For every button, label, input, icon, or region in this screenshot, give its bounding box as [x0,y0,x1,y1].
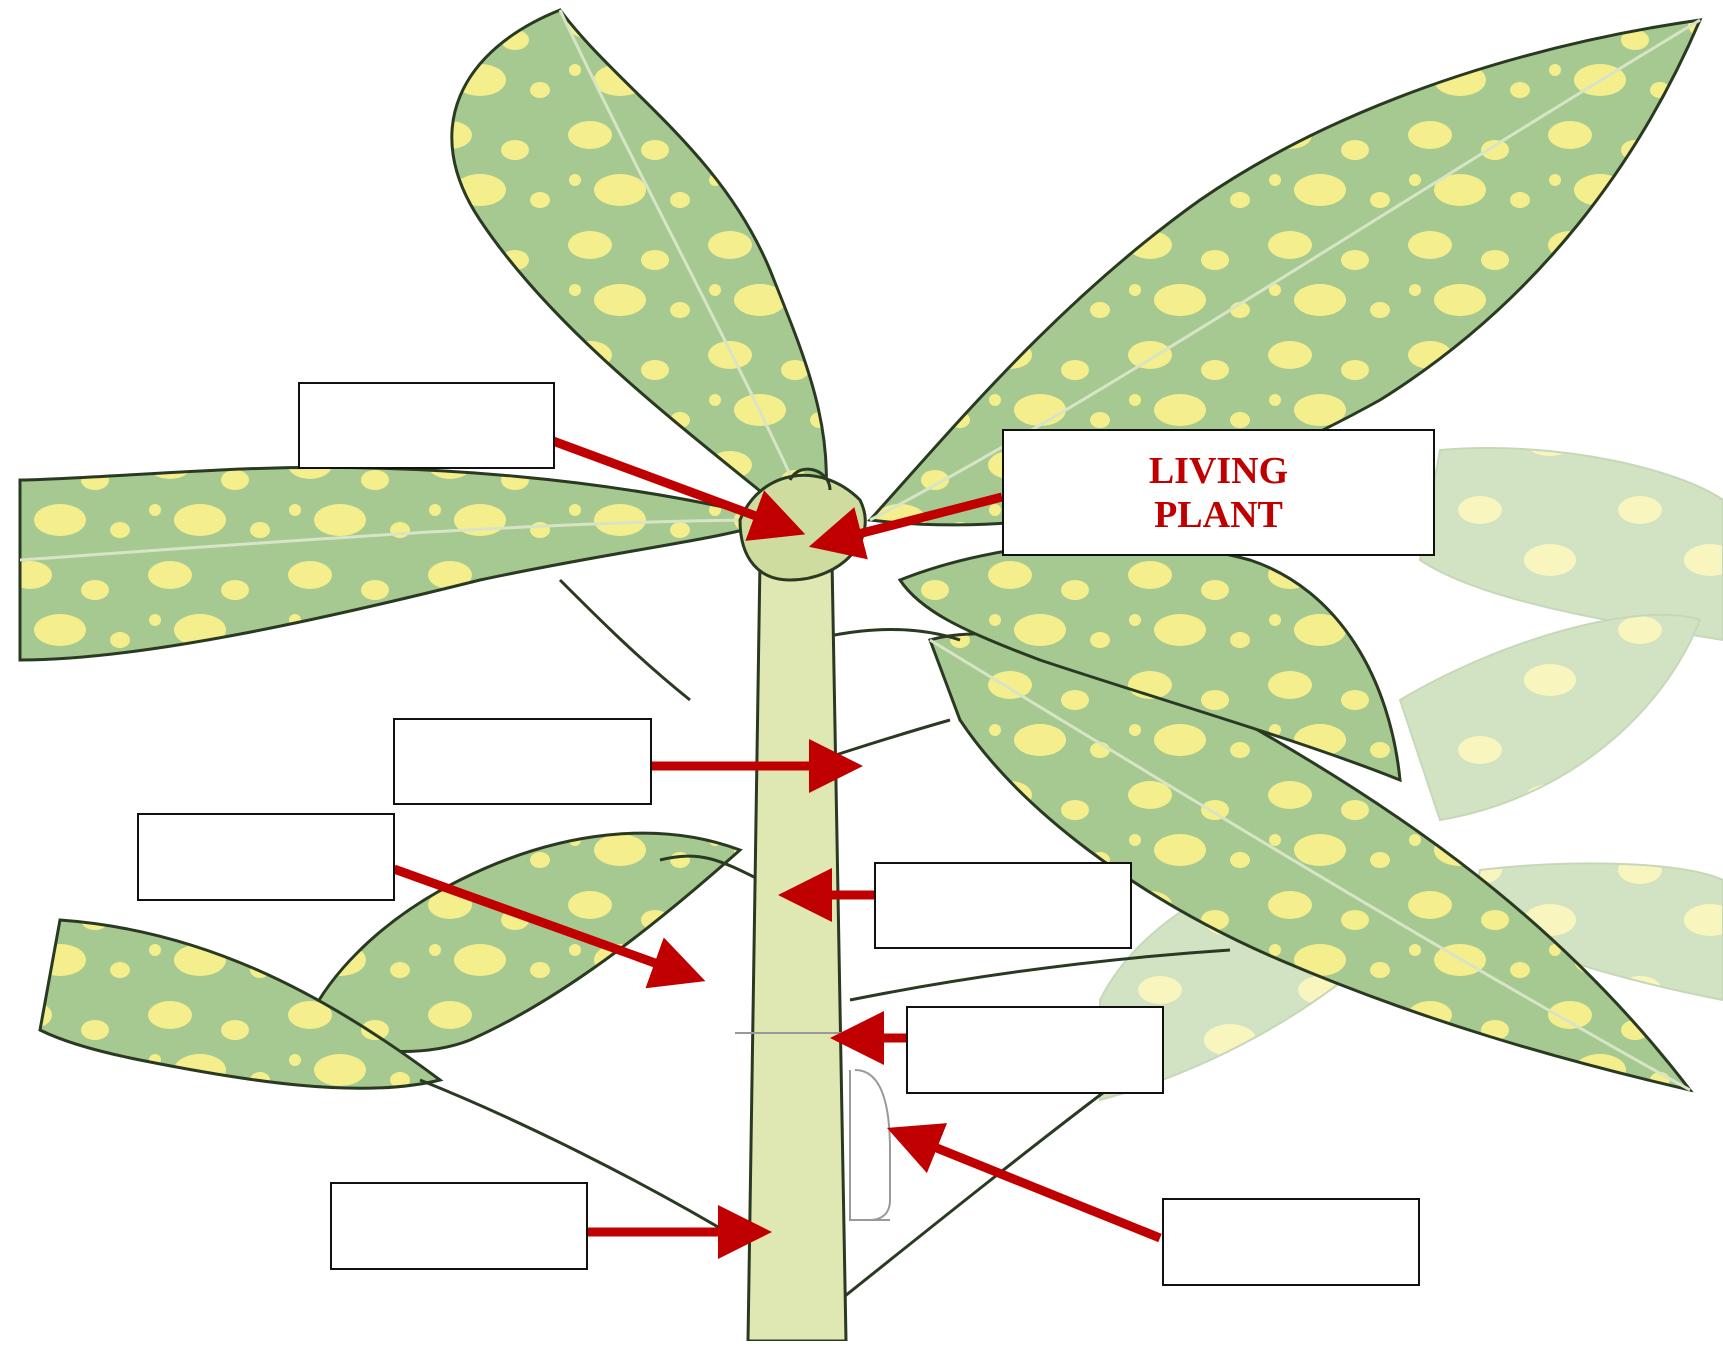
label-box-7[interactable] [1162,1198,1420,1286]
label-box-living-plant[interactable]: LIVING PLANT [1002,429,1435,556]
label-box-5[interactable] [874,862,1132,949]
label-box-6[interactable] [906,1006,1164,1094]
label-box-1[interactable] [298,382,555,469]
label-box-4[interactable] [137,813,395,901]
label-box-8[interactable] [330,1182,588,1270]
stem [740,469,865,1341]
leaf-left-upper [20,467,780,660]
label-box-3[interactable] [393,718,652,805]
arrow-7 [912,1138,1160,1238]
label-text: LIVING PLANT [1149,449,1288,537]
